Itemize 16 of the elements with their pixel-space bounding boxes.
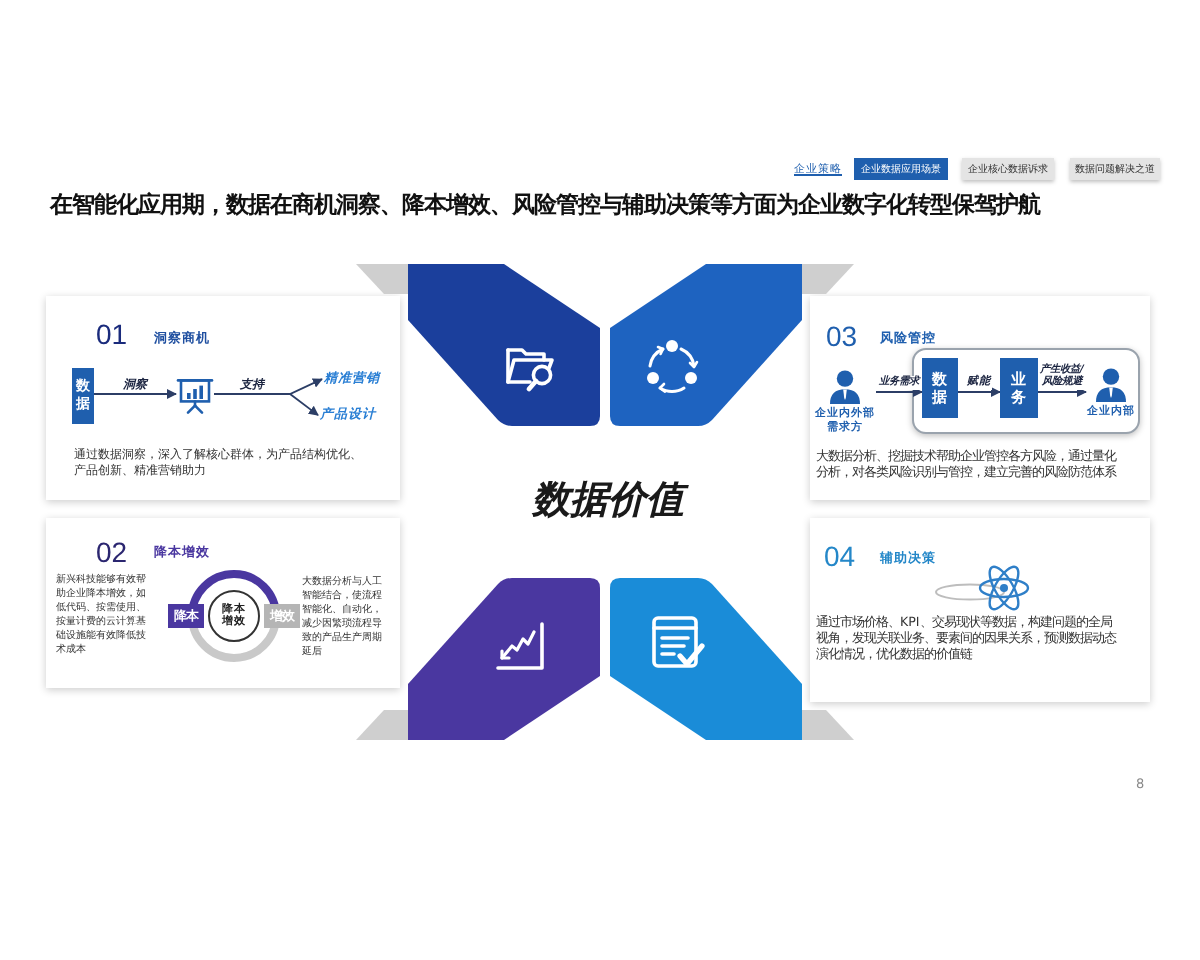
section-number: 03: [826, 322, 858, 350]
section-number: 04: [824, 542, 856, 570]
presentation-icon: [176, 378, 214, 414]
arrow: [93, 389, 177, 399]
info-card: [810, 518, 1150, 702]
arrow: [875, 387, 923, 397]
arrow: [957, 387, 1001, 397]
section-number: 01: [96, 320, 128, 348]
section-number: 02: [96, 538, 128, 566]
center-heading: 数据价值: [532, 480, 684, 522]
arrow: [213, 393, 319, 417]
arrow: [1037, 387, 1087, 397]
info-card: [46, 296, 400, 500]
slide-title: 在智能化应用期，数据在商机洞察、降本增效、风险管控与辅助决策等方面为企业数字化转型保驾护航: [50, 194, 1040, 219]
info-card: [46, 518, 400, 688]
info-card: [810, 296, 1150, 500]
